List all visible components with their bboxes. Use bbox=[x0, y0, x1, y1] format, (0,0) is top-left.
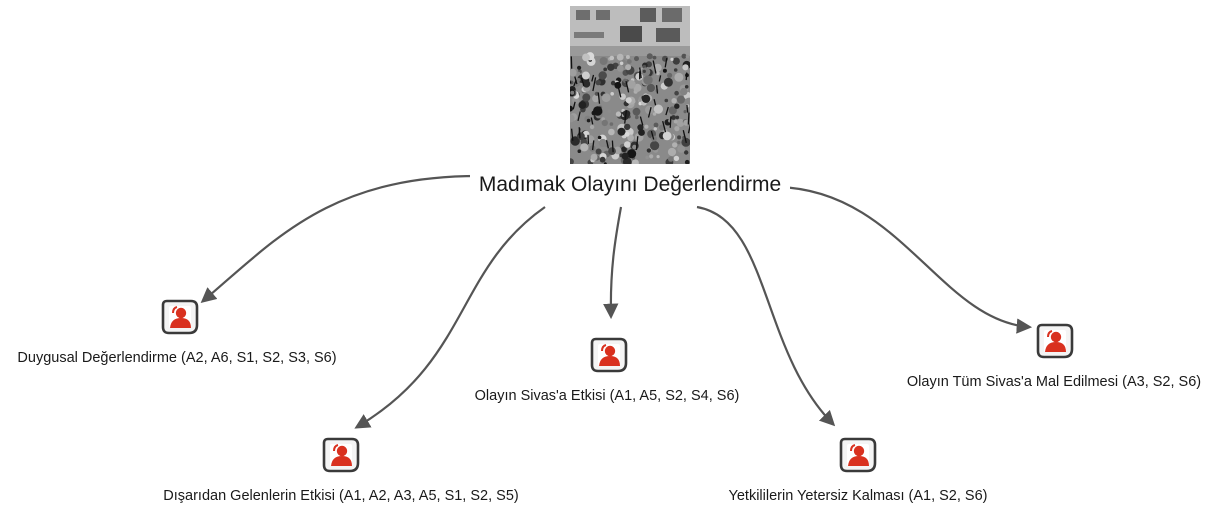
node-label: Olayın Tüm Sivas'a Mal Edilmesi (A3, S2,… bbox=[906, 374, 1202, 390]
node-label: Duygusal Değerlendirme (A2, A6, S1, S2, … bbox=[17, 350, 337, 366]
edge-to-disaridan[interactable] bbox=[354, 206, 546, 429]
crowd-protest-photo[interactable] bbox=[570, 6, 690, 164]
person-document-icon bbox=[839, 437, 877, 473]
person-document-icon bbox=[161, 299, 199, 335]
central-topic-label[interactable]: Madımak Olayını Değerlendirme bbox=[470, 170, 790, 200]
edge-to-tum-sivasa[interactable] bbox=[777, 185, 1033, 334]
node-label: Olayın Sivas'a Etkisi (A1, A5, S2, S4, S… bbox=[474, 388, 740, 404]
edges bbox=[200, 174, 1033, 429]
person-document-icon bbox=[1036, 323, 1074, 359]
person-document-icon bbox=[322, 437, 360, 473]
person-document-icon bbox=[590, 337, 628, 373]
photo-graphic bbox=[570, 6, 690, 164]
edge-to-yetkililerin[interactable] bbox=[696, 205, 836, 427]
node-label: Dışarıdan Gelenlerin Etkisi (A1, A2, A3,… bbox=[163, 488, 519, 504]
edge-to-olayin-sivasa[interactable] bbox=[603, 206, 623, 320]
edge-to-duygusal[interactable] bbox=[200, 174, 479, 303]
node-label: Yetkililerin Yetersiz Kalması (A1, S2, S… bbox=[728, 488, 988, 504]
